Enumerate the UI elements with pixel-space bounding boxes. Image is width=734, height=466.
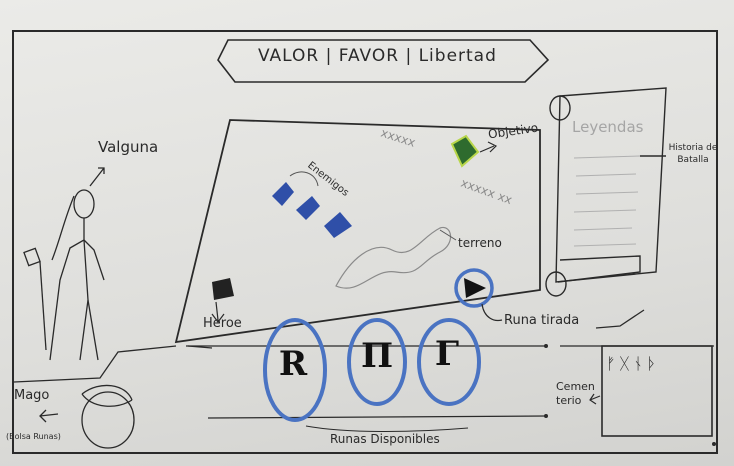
mage-label: Mago (14, 388, 50, 403)
enemy-unit (272, 182, 294, 206)
cast-rune-circle (454, 268, 494, 308)
game-board (174, 119, 541, 344)
available-runes-label: Runas Disponibles (330, 432, 440, 446)
svg-text:xxxxx: xxxxx (379, 126, 417, 150)
rune-circle (347, 318, 407, 406)
legends-title: Leyendas (572, 118, 644, 136)
hero-unit (212, 278, 234, 300)
terrain-area (335, 226, 452, 289)
graveyard-box (601, 345, 713, 437)
available-rune-button[interactable]: Γ (434, 334, 460, 374)
cast-rune-label: Runa tirada (504, 313, 580, 328)
title-banner (217, 39, 550, 83)
rune-circle (417, 318, 481, 406)
screen-frame (12, 30, 718, 454)
terrain-label: terreno (458, 236, 502, 250)
hero-label: Heroe (203, 316, 242, 331)
character-name-label: Valguna (98, 138, 159, 156)
graveyard-runes[interactable]: ᚠᚷᚾᚦ (606, 354, 661, 373)
objective-marker (450, 134, 480, 168)
svg-text:xxxxx xx: xxxxx xx (459, 176, 514, 207)
rune-circle (263, 318, 327, 422)
available-rune-circles (263, 318, 481, 422)
available-rune-button[interactable]: Π (360, 336, 394, 376)
enemies-arrow (289, 171, 319, 187)
rune-bag-label: (Bolsa Runas) (6, 432, 61, 441)
cast-rune-glyph (464, 278, 486, 298)
page-title: VALOR | FAVOR | Libertad (258, 46, 497, 66)
legends-scroll (545, 87, 667, 297)
enemy-unit (324, 212, 352, 238)
enemy-units (272, 182, 352, 238)
available-rune-button[interactable]: R (278, 344, 308, 384)
rune-bag (39, 384, 135, 449)
runes-brace (305, 425, 469, 432)
enemy-unit (296, 196, 320, 220)
battle-history-label: Historia de Batalla (668, 143, 718, 165)
graveyard-label: Cemen terio (556, 380, 595, 407)
valguna-figure (23, 167, 105, 361)
objective-arrow (479, 145, 495, 153)
